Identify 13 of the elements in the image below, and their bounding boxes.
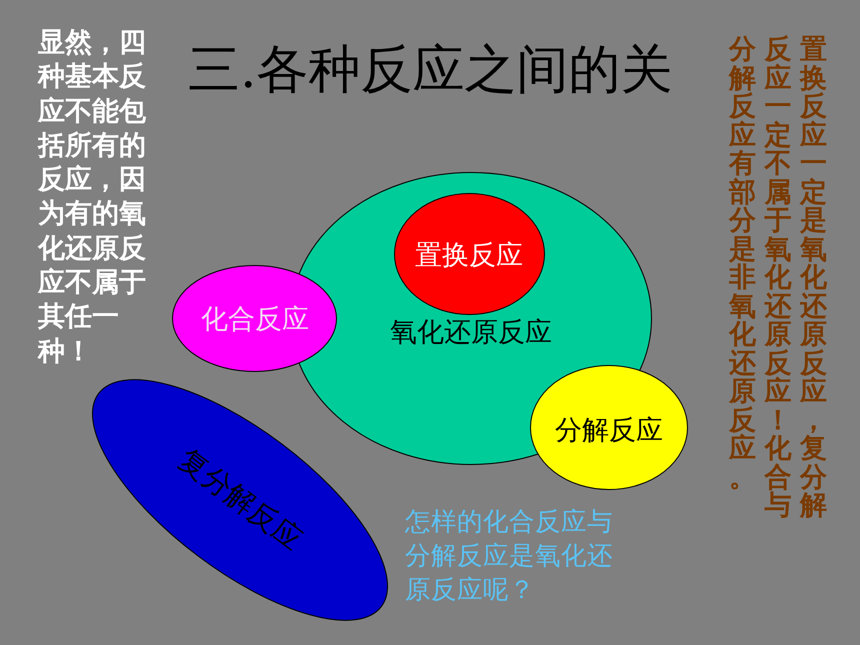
oval xyxy=(92,380,388,620)
vertical-note-text: 置换反应一定是氧化还原反应，复分解反应一定不属于氧化还原反应！化合与分解反应有部分是非氧化还原反应。 xyxy=(728,36,828,521)
title: 三.各种反应之间的关 xyxy=(188,40,673,100)
oval-label: 分解反应 xyxy=(555,414,663,448)
oval xyxy=(172,265,337,372)
oval-label: 复分解反应 xyxy=(171,441,310,558)
note-text: 显然，四种基本反应不能包括所有的反应，因为有的氧化还原反应不属于其任一种！ xyxy=(38,26,147,369)
oval-label: 化合反应 xyxy=(201,303,309,337)
question-text: 怎样的化合反应与分解反应是氧化还原反应呢？ xyxy=(405,506,614,607)
oval xyxy=(394,193,545,315)
oval-label: 置换反应 xyxy=(415,239,523,273)
oval xyxy=(530,365,688,490)
oval-label: 氧化还原反应 xyxy=(390,316,552,350)
